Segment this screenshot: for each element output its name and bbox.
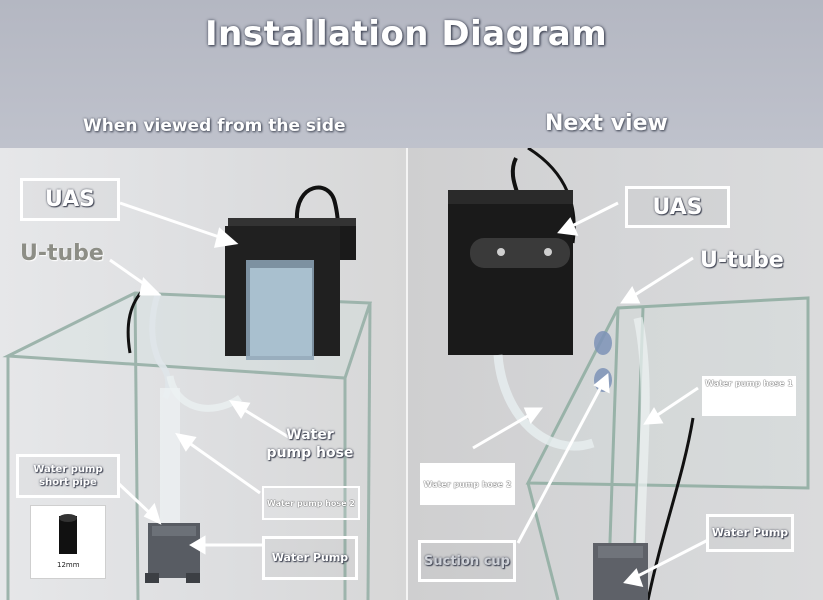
side-view-heading: When viewed from the side bbox=[83, 116, 346, 136]
page-title: Installation Diagram bbox=[205, 14, 607, 54]
pump bbox=[145, 523, 200, 583]
next-water-pump-hose-2-label: Water pump hose 2 bbox=[420, 463, 515, 505]
short-pipe-inset: 12mm bbox=[30, 505, 106, 579]
uas-device bbox=[225, 218, 356, 360]
side-u-tube-label: U-tube bbox=[20, 241, 104, 266]
next-view-heading: Next view bbox=[545, 111, 668, 136]
side-short-pipe-label: Water pump short pipe bbox=[16, 454, 120, 498]
vertical-hose bbox=[160, 388, 180, 528]
hose-curve bbox=[170, 376, 240, 408]
next-u-tube-label: U-tube bbox=[700, 248, 784, 273]
pump-right bbox=[593, 543, 648, 600]
side-water-pump-hose-2-label: Water pump hose 2 bbox=[262, 486, 360, 520]
uas-device-right bbox=[448, 190, 573, 355]
side-view-photo: UAS U-tube Water pump hose Water pump sh… bbox=[0, 148, 406, 600]
side-water-pump-label: Water Pump bbox=[262, 536, 358, 580]
short-pipe-size-label: 12mm bbox=[57, 561, 80, 569]
next-suction-cup-label: Suction cup bbox=[418, 540, 516, 582]
next-uas-label: UAS bbox=[625, 186, 730, 228]
side-water-pump-hose-label: Water pump hose bbox=[262, 426, 358, 462]
side-uas-label: UAS bbox=[20, 178, 120, 221]
next-water-pump-hose-1-label: Water pump hose 1 bbox=[702, 376, 796, 416]
next-water-pump-label: Water Pump bbox=[706, 514, 794, 552]
next-view-photo: UAS U-tube Water pump hose 1 Water pump … bbox=[408, 148, 823, 600]
